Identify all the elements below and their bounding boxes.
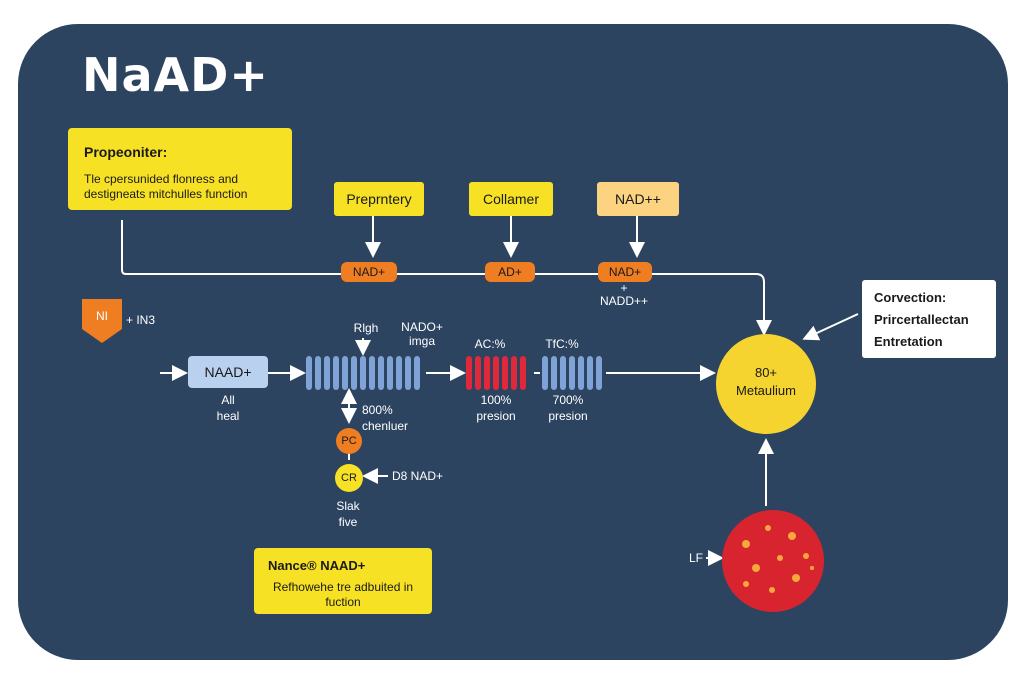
slak-five-label: Slak five bbox=[336, 499, 360, 529]
bar bbox=[542, 356, 548, 390]
top-box-nad-plus: NAD++ bbox=[597, 182, 679, 216]
ac-label: AC:% bbox=[474, 337, 506, 351]
bar bbox=[466, 356, 472, 390]
blue-bar-group-2 bbox=[542, 356, 602, 390]
red-cell-node bbox=[722, 510, 824, 612]
tfc-label: TfC:% bbox=[545, 337, 579, 351]
bar bbox=[333, 356, 339, 390]
bar bbox=[520, 356, 526, 390]
blue-bar-group-1 bbox=[306, 356, 420, 390]
bar bbox=[378, 356, 384, 390]
bar bbox=[578, 356, 584, 390]
bar bbox=[493, 356, 499, 390]
ni-badge-shape bbox=[82, 299, 122, 343]
bar bbox=[511, 356, 517, 390]
top-box-preprntery: Preprntery bbox=[334, 182, 424, 216]
nance-text: Refhowehe tre adbuited in fuction bbox=[272, 580, 414, 609]
naad-box: NAAD+ bbox=[188, 356, 268, 388]
bar bbox=[569, 356, 575, 390]
bar bbox=[405, 356, 411, 390]
convection-line-1: Corvection: bbox=[874, 290, 947, 305]
nado-imga-label: NADO+ imga bbox=[401, 320, 443, 348]
red-bar-group bbox=[466, 356, 526, 390]
bar bbox=[360, 356, 366, 390]
ni-text: + IN3 bbox=[126, 313, 156, 327]
ni-badge-label: NI bbox=[96, 309, 108, 323]
bar bbox=[387, 356, 393, 390]
nance-box: Nance® NAAD+ Refhowehe tre adbuited in f… bbox=[254, 548, 432, 614]
cr-node: CR bbox=[335, 464, 363, 492]
red-cell-shape bbox=[722, 510, 824, 612]
bar bbox=[342, 356, 348, 390]
db-nad-label: D8 NAD+ bbox=[392, 469, 444, 483]
pc-node: PC bbox=[336, 428, 362, 454]
convection-line-2: Prircertallectan bbox=[874, 312, 969, 327]
top-box-collamer: Collamer bbox=[469, 182, 553, 216]
convection-line-3: Entretation bbox=[874, 334, 943, 349]
bar bbox=[475, 356, 481, 390]
nadd-note: + NADD++ bbox=[599, 281, 649, 308]
metabolium-node: 80+ Metaulium bbox=[716, 334, 816, 434]
proponent-heading: Propeoniter: bbox=[84, 144, 168, 160]
metabolium-label: 80+ Metaulium bbox=[736, 365, 796, 398]
proponent-box: Propeoniter: Tle cpersunided flonress an… bbox=[68, 128, 292, 210]
nance-heading: Nance® NAAD+ bbox=[268, 558, 366, 573]
bar bbox=[560, 356, 566, 390]
pill-nad-2: NAD+ bbox=[598, 262, 652, 282]
rlgh-label: Rlgh bbox=[353, 321, 379, 335]
pill-ad: AD+ bbox=[485, 262, 535, 282]
bar bbox=[502, 356, 508, 390]
bar bbox=[324, 356, 330, 390]
chenluer-label: 800% chenluer bbox=[362, 403, 409, 433]
bar bbox=[587, 356, 593, 390]
presion-2-label: 700% presion bbox=[548, 393, 588, 423]
proponent-text: Tle cpersunided flonress and destigneats… bbox=[84, 172, 248, 201]
bar bbox=[369, 356, 375, 390]
bar bbox=[551, 356, 557, 390]
bar bbox=[315, 356, 321, 390]
presion-1-label: 100% presion bbox=[476, 393, 516, 423]
convection-box: Corvection: Prircertallectan Entretation bbox=[862, 280, 996, 358]
bar bbox=[351, 356, 357, 390]
pill-nad-1: NAD+ bbox=[341, 262, 397, 282]
bar bbox=[306, 356, 312, 390]
bar bbox=[596, 356, 602, 390]
all-heal-label: All heal bbox=[216, 393, 240, 423]
bar bbox=[484, 356, 490, 390]
ni-badge: NI bbox=[82, 299, 122, 343]
bar bbox=[414, 356, 420, 390]
top-loop-line bbox=[121, 220, 772, 336]
page-title: NaAD+ bbox=[82, 48, 269, 102]
bar bbox=[396, 356, 402, 390]
lf-label: LF bbox=[688, 551, 703, 565]
